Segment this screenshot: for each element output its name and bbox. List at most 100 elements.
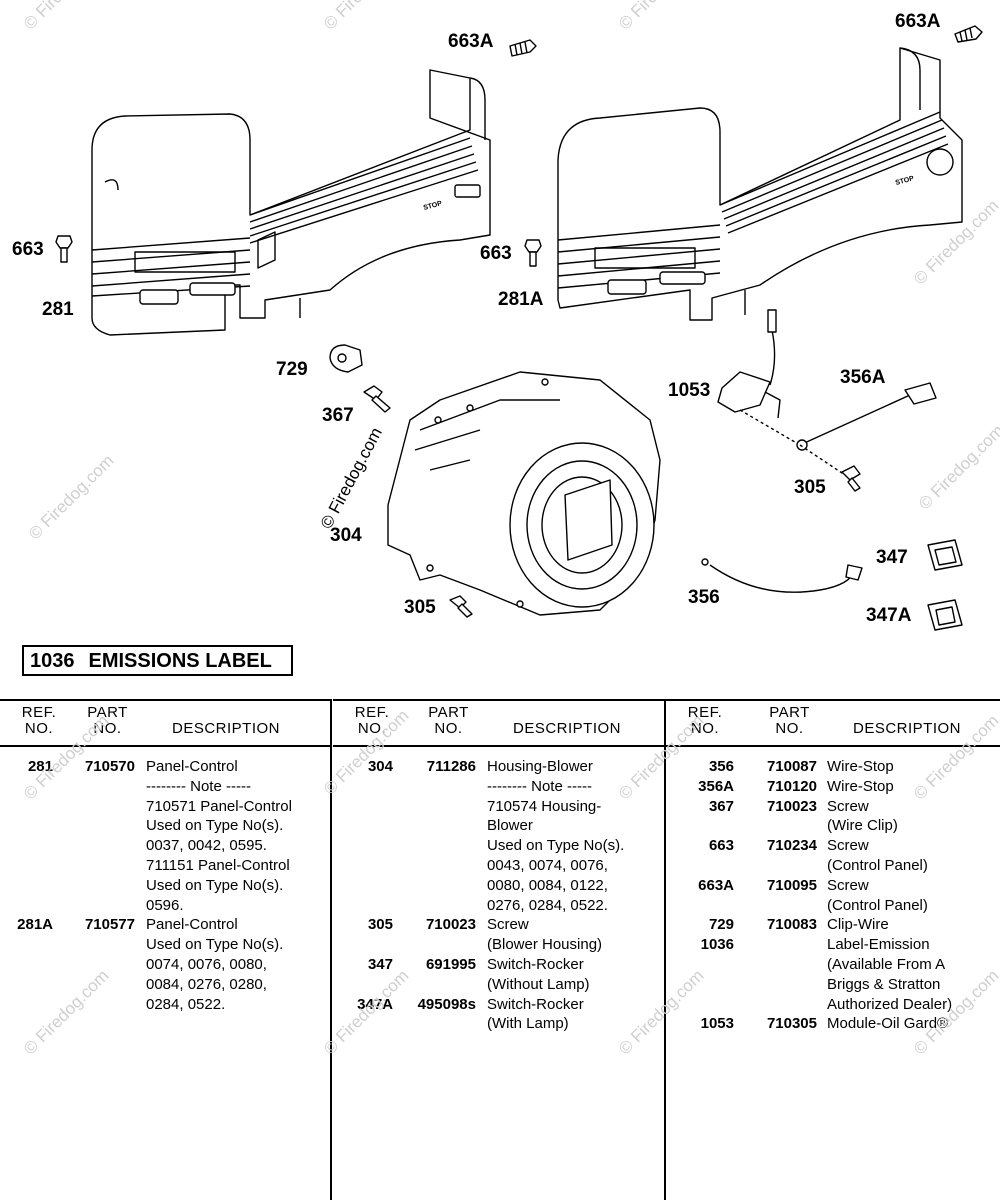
callout-663-left: 663 — [12, 239, 44, 260]
ref-no: 281A — [17, 916, 53, 934]
rocker-switch-347[interactable] — [927, 539, 963, 571]
part-no: 691995 — [425, 955, 476, 973]
oil-gard-module-1053[interactable] — [717, 309, 801, 446]
screw-663-right[interactable] — [524, 239, 542, 267]
blower-housing-304[interactable] — [387, 371, 661, 616]
header-ref: REF. NO. — [687, 704, 723, 737]
callout-663A-left: 663A — [448, 31, 494, 52]
table-divider — [330, 699, 332, 1200]
control-panel-281A[interactable] — [557, 47, 963, 321]
table-row[interactable]: 1053 710305 Module-Oil Gard® — [666, 1014, 1000, 1034]
part-description: Module-Oil Gard® — [827, 1015, 949, 1033]
emissions-label-text: EMISSIONS LABEL — [88, 650, 272, 672]
header-part: PART NO. — [428, 704, 469, 737]
header-part: PART NO. — [769, 704, 810, 737]
part-no: 710023 — [766, 797, 817, 815]
part-no: 710023 — [425, 916, 476, 934]
screw-663A-right[interactable] — [954, 25, 983, 43]
callout-729: 729 — [276, 359, 308, 380]
table-row[interactable]: 356 710087 Wire-Stop — [666, 757, 1000, 777]
ref-no: 347A — [357, 995, 393, 1013]
table-row[interactable]: 356A 710120 Wire-Stop — [666, 777, 1000, 797]
callout-367: 367 — [322, 405, 354, 426]
screw-663A-left[interactable] — [509, 39, 537, 57]
callout-356: 356 — [688, 587, 720, 608]
part-no: 710120 — [766, 777, 817, 795]
part-description: Switch-Rocker (With Lamp) — [487, 995, 584, 1033]
part-description: Screw (Control Panel) — [827, 837, 928, 874]
part-no: 710305 — [766, 1015, 817, 1033]
part-description: Label-Emission (Available From A Briggs … — [827, 936, 953, 1013]
table-row[interactable]: 304 711286 Housing-Blower -------- Note --… — [333, 757, 664, 915]
stop-label-right: STOP — [895, 175, 915, 187]
rocker-switch-347A[interactable] — [927, 599, 963, 631]
table-row[interactable]: 281A 710577 Panel-Control Used on Type No(… — [0, 915, 331, 1014]
table-header: REF. NO. PART NO. DESCRIPTION — [666, 701, 1000, 747]
callout-305-housing: 305 — [404, 597, 436, 618]
parts-diagram: STOP STOP © Firedog.com — [55, 25, 983, 631]
screw-305-wire[interactable] — [841, 465, 861, 492]
part-no: 710083 — [766, 916, 817, 934]
header-desc: DESCRIPTION — [512, 720, 621, 737]
table-row[interactable]: 729 710083 Clip-Wire — [666, 915, 1000, 935]
callout-281A: 281A — [498, 289, 544, 310]
part-no: 711286 — [426, 758, 476, 775]
ref-no: 356A — [698, 777, 734, 795]
header-part: PART NO. — [87, 704, 128, 737]
watermark-center: © Firedog.com — [317, 424, 386, 532]
part-no: 710577 — [84, 916, 135, 934]
callout-347: 347 — [876, 547, 908, 568]
ref-no: 1053 — [700, 1015, 734, 1033]
ref-no: 1036 — [700, 936, 734, 954]
callout-281: 281 — [42, 299, 74, 320]
part-description: Screw (Blower Housing) — [487, 916, 603, 954]
parts-table-column-2: REF. NO. PART NO. DESCRIPTION 304 711286 Hous… — [333, 699, 664, 1200]
control-panel-281[interactable] — [91, 69, 491, 336]
part-description: Wire-Stop — [827, 758, 894, 775]
ref-no: 347 — [367, 955, 393, 973]
stop-wire-356A[interactable] — [796, 382, 937, 476]
ref-no: 729 — [708, 916, 734, 934]
part-no: 495098s — [417, 995, 476, 1013]
header-desc: DESCRIPTION — [852, 720, 961, 737]
table-row[interactable]: 1036 Label-Emission (Available From A Bri… — [666, 935, 1000, 1014]
part-description: Housing-Blower -------- Note ----- 71057… — [487, 758, 625, 914]
callout-305-wire: 305 — [794, 477, 826, 498]
callout-347A: 347A — [866, 605, 912, 626]
table-divider — [664, 699, 666, 1200]
screw-663-left[interactable] — [55, 235, 73, 263]
part-description: Panel-Control Used on Type No(s). 0074, … — [146, 916, 284, 1013]
ref-no: 356 — [708, 758, 734, 775]
part-description: Panel-Control -------- Note ----- 710571… — [146, 758, 292, 914]
table-row[interactable]: 347A 495098s Switch-Rocker (With Lamp) — [333, 995, 664, 1035]
ref-no: 305 — [367, 916, 393, 934]
part-description: Clip-Wire — [827, 916, 889, 934]
table-row[interactable]: 305 710023 Screw (Blower Housing) — [333, 915, 664, 955]
stop-wire-356[interactable] — [701, 558, 863, 593]
header-ref: REF. NO. — [21, 704, 57, 737]
header-ref: REF. NO. — [354, 704, 390, 737]
screw-367[interactable] — [363, 385, 391, 413]
ref-no: 304 — [367, 758, 393, 775]
header-desc: DESCRIPTION — [171, 720, 280, 737]
part-description: Wire-Stop — [827, 777, 894, 795]
ref-no: 281 — [27, 758, 53, 775]
callout-304: 304 — [330, 525, 362, 546]
table-header: REF. NO. PART NO. DESCRIPTION — [0, 701, 331, 747]
part-no: 710087 — [766, 758, 817, 775]
callout-663A-right: 663A — [895, 11, 941, 32]
table-header: REF. NO. PART NO. DESCRIPTION — [333, 701, 664, 747]
wire-clip-729[interactable] — [329, 344, 363, 373]
screw-305-housing[interactable] — [449, 595, 473, 618]
table-body: 304 711286 Housing-Blower -------- Note --… — [333, 747, 664, 1034]
